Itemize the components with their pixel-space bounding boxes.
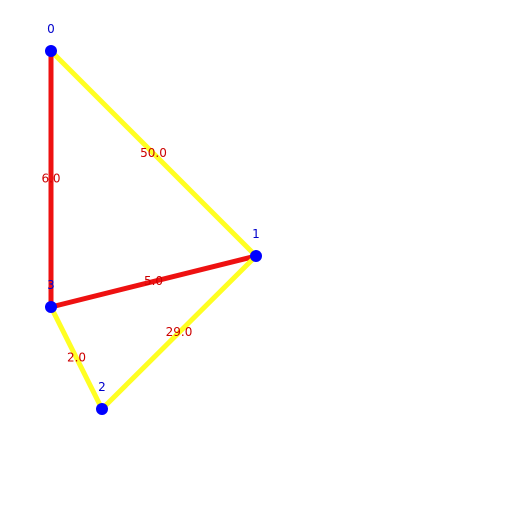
node-labels-layer: 0 1 2 3: [47, 22, 260, 394]
edge-weight-2-1: 29.0: [166, 325, 193, 339]
edge-0-1: [48, 48, 259, 259]
edge-weight-0-3: 6.0: [41, 172, 60, 186]
node-2[interactable]: [96, 403, 108, 415]
node-label-1: 1: [252, 227, 260, 241]
edge-2-1: [99, 253, 259, 412]
node-3[interactable]: [45, 301, 57, 313]
edge-weight-0-1: 50.0: [140, 146, 167, 160]
edges-layer: [48, 48, 259, 412]
node-label-0: 0: [47, 22, 55, 36]
edge-weight-3-1: 5.0: [144, 274, 163, 288]
edge-weights-layer: 50.0 6.0 5.0 2.0 29.0: [41, 146, 192, 365]
node-1[interactable]: [250, 250, 262, 262]
edge-3-2: [48, 304, 105, 412]
edge-3-1: [48, 253, 259, 310]
edge-weight-3-2: 2.0: [67, 351, 86, 365]
nodes-layer: [45, 45, 262, 415]
node-0[interactable]: [45, 45, 57, 57]
node-label-3: 3: [47, 278, 55, 292]
node-label-2: 2: [98, 380, 106, 394]
